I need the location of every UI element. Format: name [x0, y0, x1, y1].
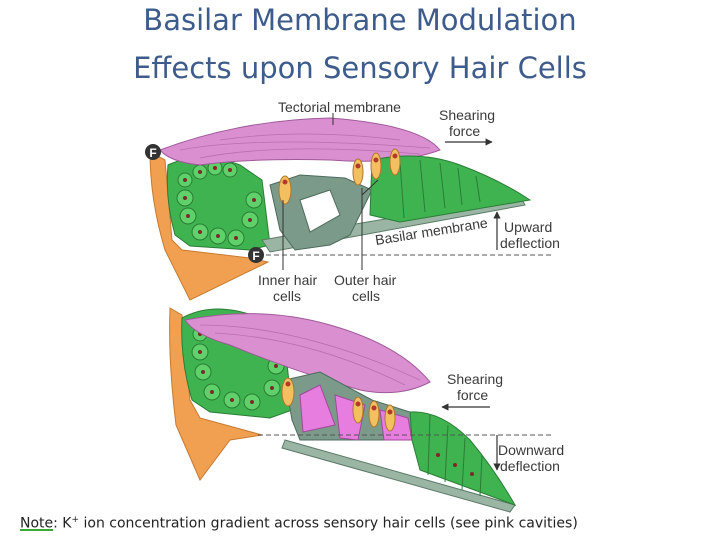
- label-deflection-top: deflection: [500, 235, 560, 251]
- note-label: Note: [20, 515, 54, 532]
- bottom-panel: Shearing force Downward deflection: [169, 307, 564, 513]
- label-force-top: force: [449, 123, 480, 139]
- label-outer-cells: cells: [352, 288, 380, 304]
- hair-cells-bottom: [281, 377, 396, 432]
- label-deflection-bottom: deflection: [500, 458, 560, 474]
- pink-cavity-1: [299, 384, 336, 433]
- label-outer-hair: Outer hair: [334, 272, 397, 288]
- label-shearing-bottom: Shearing: [447, 371, 503, 387]
- top-panel: F F Tectorial membrane Shearing force Ba…: [145, 99, 560, 304]
- label-upward: Upward: [504, 219, 552, 235]
- hair-cells-top: [278, 148, 401, 205]
- label-force-bottom: force: [457, 387, 488, 403]
- hensen-cells-top: [369, 155, 532, 223]
- footnote: Note: K+ ion concentration gradient acro…: [20, 515, 578, 532]
- label-shearing-top: Shearing: [439, 107, 495, 123]
- note-text-before: : K: [53, 515, 72, 532]
- basilar-membrane-bottom: [281, 439, 516, 513]
- note-text-after: ion concentration gradient across sensor…: [79, 515, 578, 532]
- f-marker-2: F: [252, 249, 259, 263]
- label-inner-cells: cells: [273, 288, 301, 304]
- tectorial-membrane-bottom: [184, 313, 431, 394]
- note-superscript: +: [71, 515, 80, 525]
- f-marker-1: F: [149, 146, 156, 160]
- bone-top: [149, 151, 270, 301]
- title-line-1: Basilar Membrane Modulation: [143, 3, 577, 37]
- bone-bottom: [169, 307, 263, 481]
- title-line-2: Effects upon Sensory Hair Cells: [133, 51, 587, 85]
- label-downward: Downward: [498, 442, 564, 458]
- label-inner-hair: Inner hair: [258, 272, 317, 288]
- label-tectorial-membrane: Tectorial membrane: [278, 99, 401, 115]
